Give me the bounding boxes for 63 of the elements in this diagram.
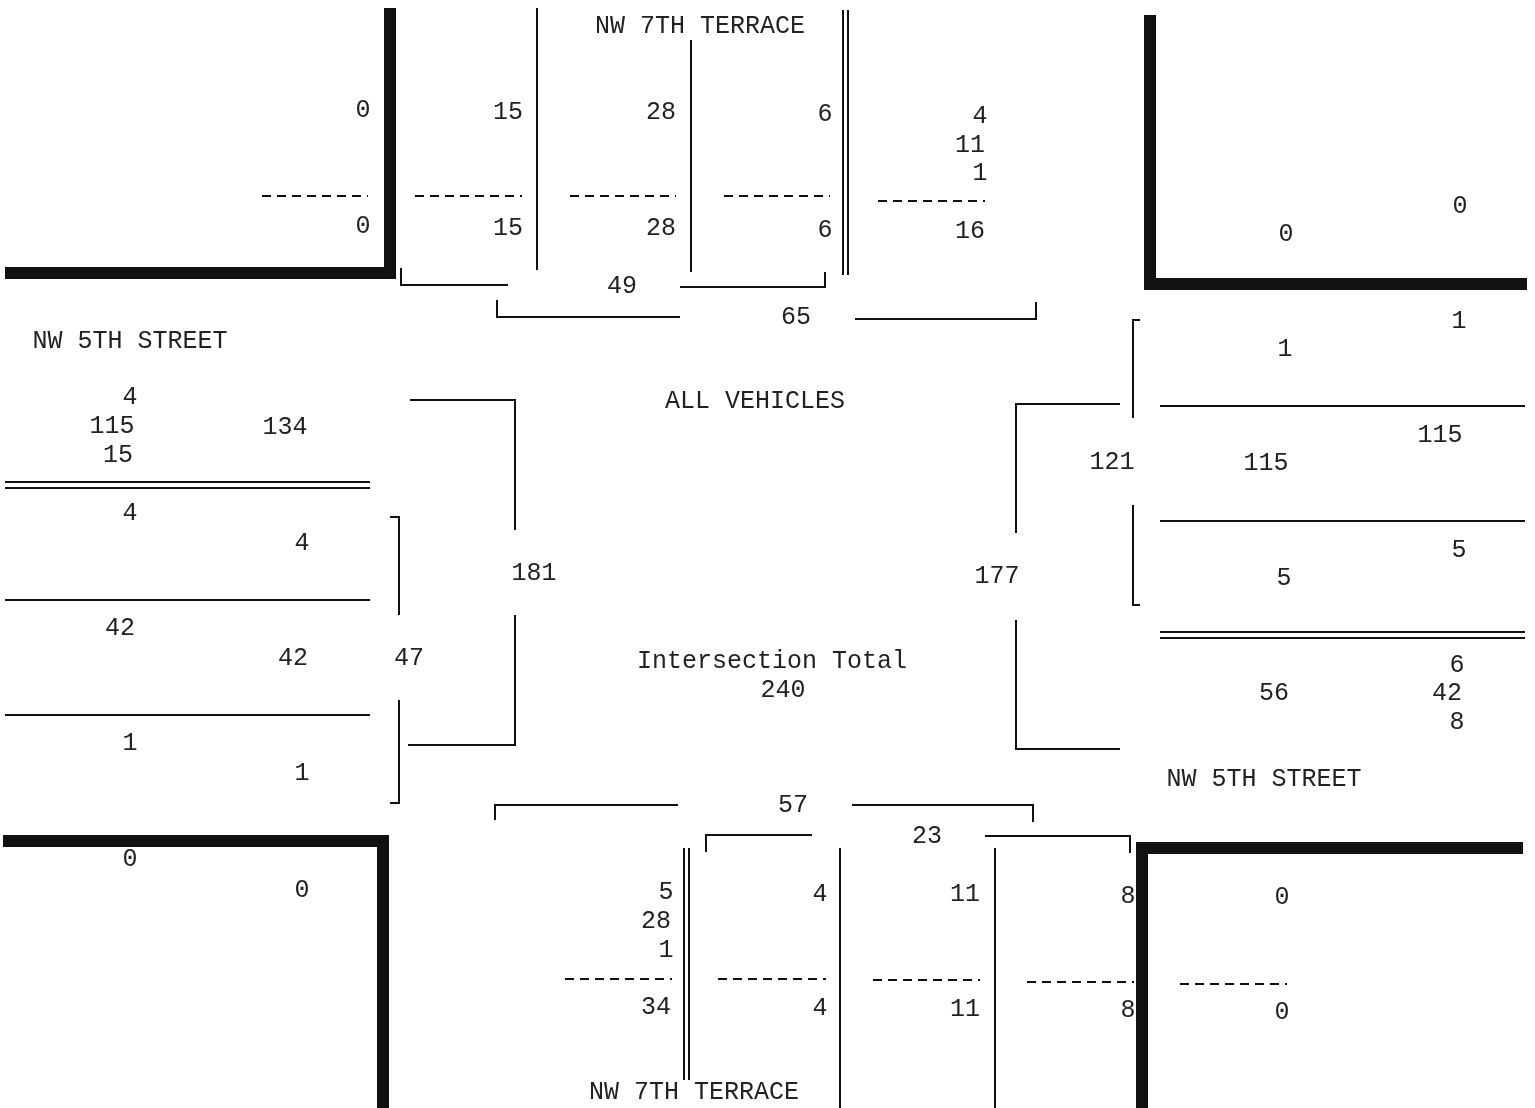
count-value: 1 <box>658 937 674 963</box>
street-name: NW 5TH STREET <box>1166 766 1362 792</box>
count-value: 134 <box>262 414 308 440</box>
count-value: 28 <box>646 99 676 125</box>
count-value: 1 <box>1451 308 1467 334</box>
count-value: 121 <box>1089 449 1135 475</box>
count-value: 115 <box>89 413 135 439</box>
count-value: 23 <box>912 823 942 849</box>
count-value: 47 <box>394 645 424 671</box>
count-value: 15 <box>493 215 523 241</box>
count-value: 34 <box>641 994 671 1020</box>
count-value: 42 <box>1432 680 1462 706</box>
count-value: 8 <box>1120 997 1136 1023</box>
count-value: 5 <box>658 879 674 905</box>
count-value: 1 <box>122 730 138 756</box>
count-value: 42 <box>105 615 135 641</box>
count-value: 115 <box>1243 450 1289 476</box>
count-value: 6 <box>817 101 833 127</box>
count-value: 16 <box>955 218 985 244</box>
count-value: 0 <box>355 97 371 123</box>
count-value: 115 <box>1417 422 1463 448</box>
count-value: 15 <box>103 442 133 468</box>
count-value: 11 <box>950 881 980 907</box>
count-value: 11 <box>955 132 985 158</box>
count-value: 8 <box>1449 709 1465 735</box>
count-value: 0 <box>1274 884 1290 910</box>
count-value: 4 <box>294 530 310 556</box>
count-value: 28 <box>646 215 676 241</box>
count-value: 0 <box>1278 221 1294 247</box>
count-value: 1 <box>294 760 310 786</box>
count-value: 11 <box>950 996 980 1022</box>
street-name: NW 7TH TERRACE <box>595 13 805 39</box>
count-value: 6 <box>817 217 833 243</box>
count-value: 1 <box>972 160 988 186</box>
count-value: 4 <box>812 995 828 1021</box>
count-value: 5 <box>1276 565 1292 591</box>
count-value: 8 <box>1120 883 1136 909</box>
count-value: 28 <box>641 908 671 934</box>
count-value: 42 <box>278 645 308 671</box>
count-value: 1 <box>1277 336 1293 362</box>
count-value: 0 <box>1452 193 1468 219</box>
count-value: 15 <box>493 99 523 125</box>
count-value: 6 <box>1449 652 1465 678</box>
count-value: 65 <box>781 304 811 330</box>
count-value: 4 <box>972 103 988 129</box>
count-value: 0 <box>294 877 310 903</box>
count-value: 240 <box>760 677 806 703</box>
count-value: 0 <box>355 213 371 239</box>
count-value: 0 <box>1274 999 1290 1025</box>
count-value: 4 <box>122 384 138 410</box>
count-value: 56 <box>1259 680 1289 706</box>
total-label: Intersection Total <box>637 648 907 674</box>
count-value: 181 <box>511 560 557 586</box>
count-value: 49 <box>607 273 637 299</box>
count-value: 177 <box>974 563 1020 589</box>
street-name: NW 5TH STREET <box>32 328 228 354</box>
count-value: 0 <box>122 846 138 872</box>
count-value: 57 <box>778 792 808 818</box>
street-name: NW 7TH TERRACE <box>589 1079 799 1105</box>
count-value: 4 <box>812 881 828 907</box>
count-value: 4 <box>122 500 138 526</box>
vehicle-class-label: ALL VEHICLES <box>665 388 845 414</box>
count-value: 5 <box>1451 537 1467 563</box>
